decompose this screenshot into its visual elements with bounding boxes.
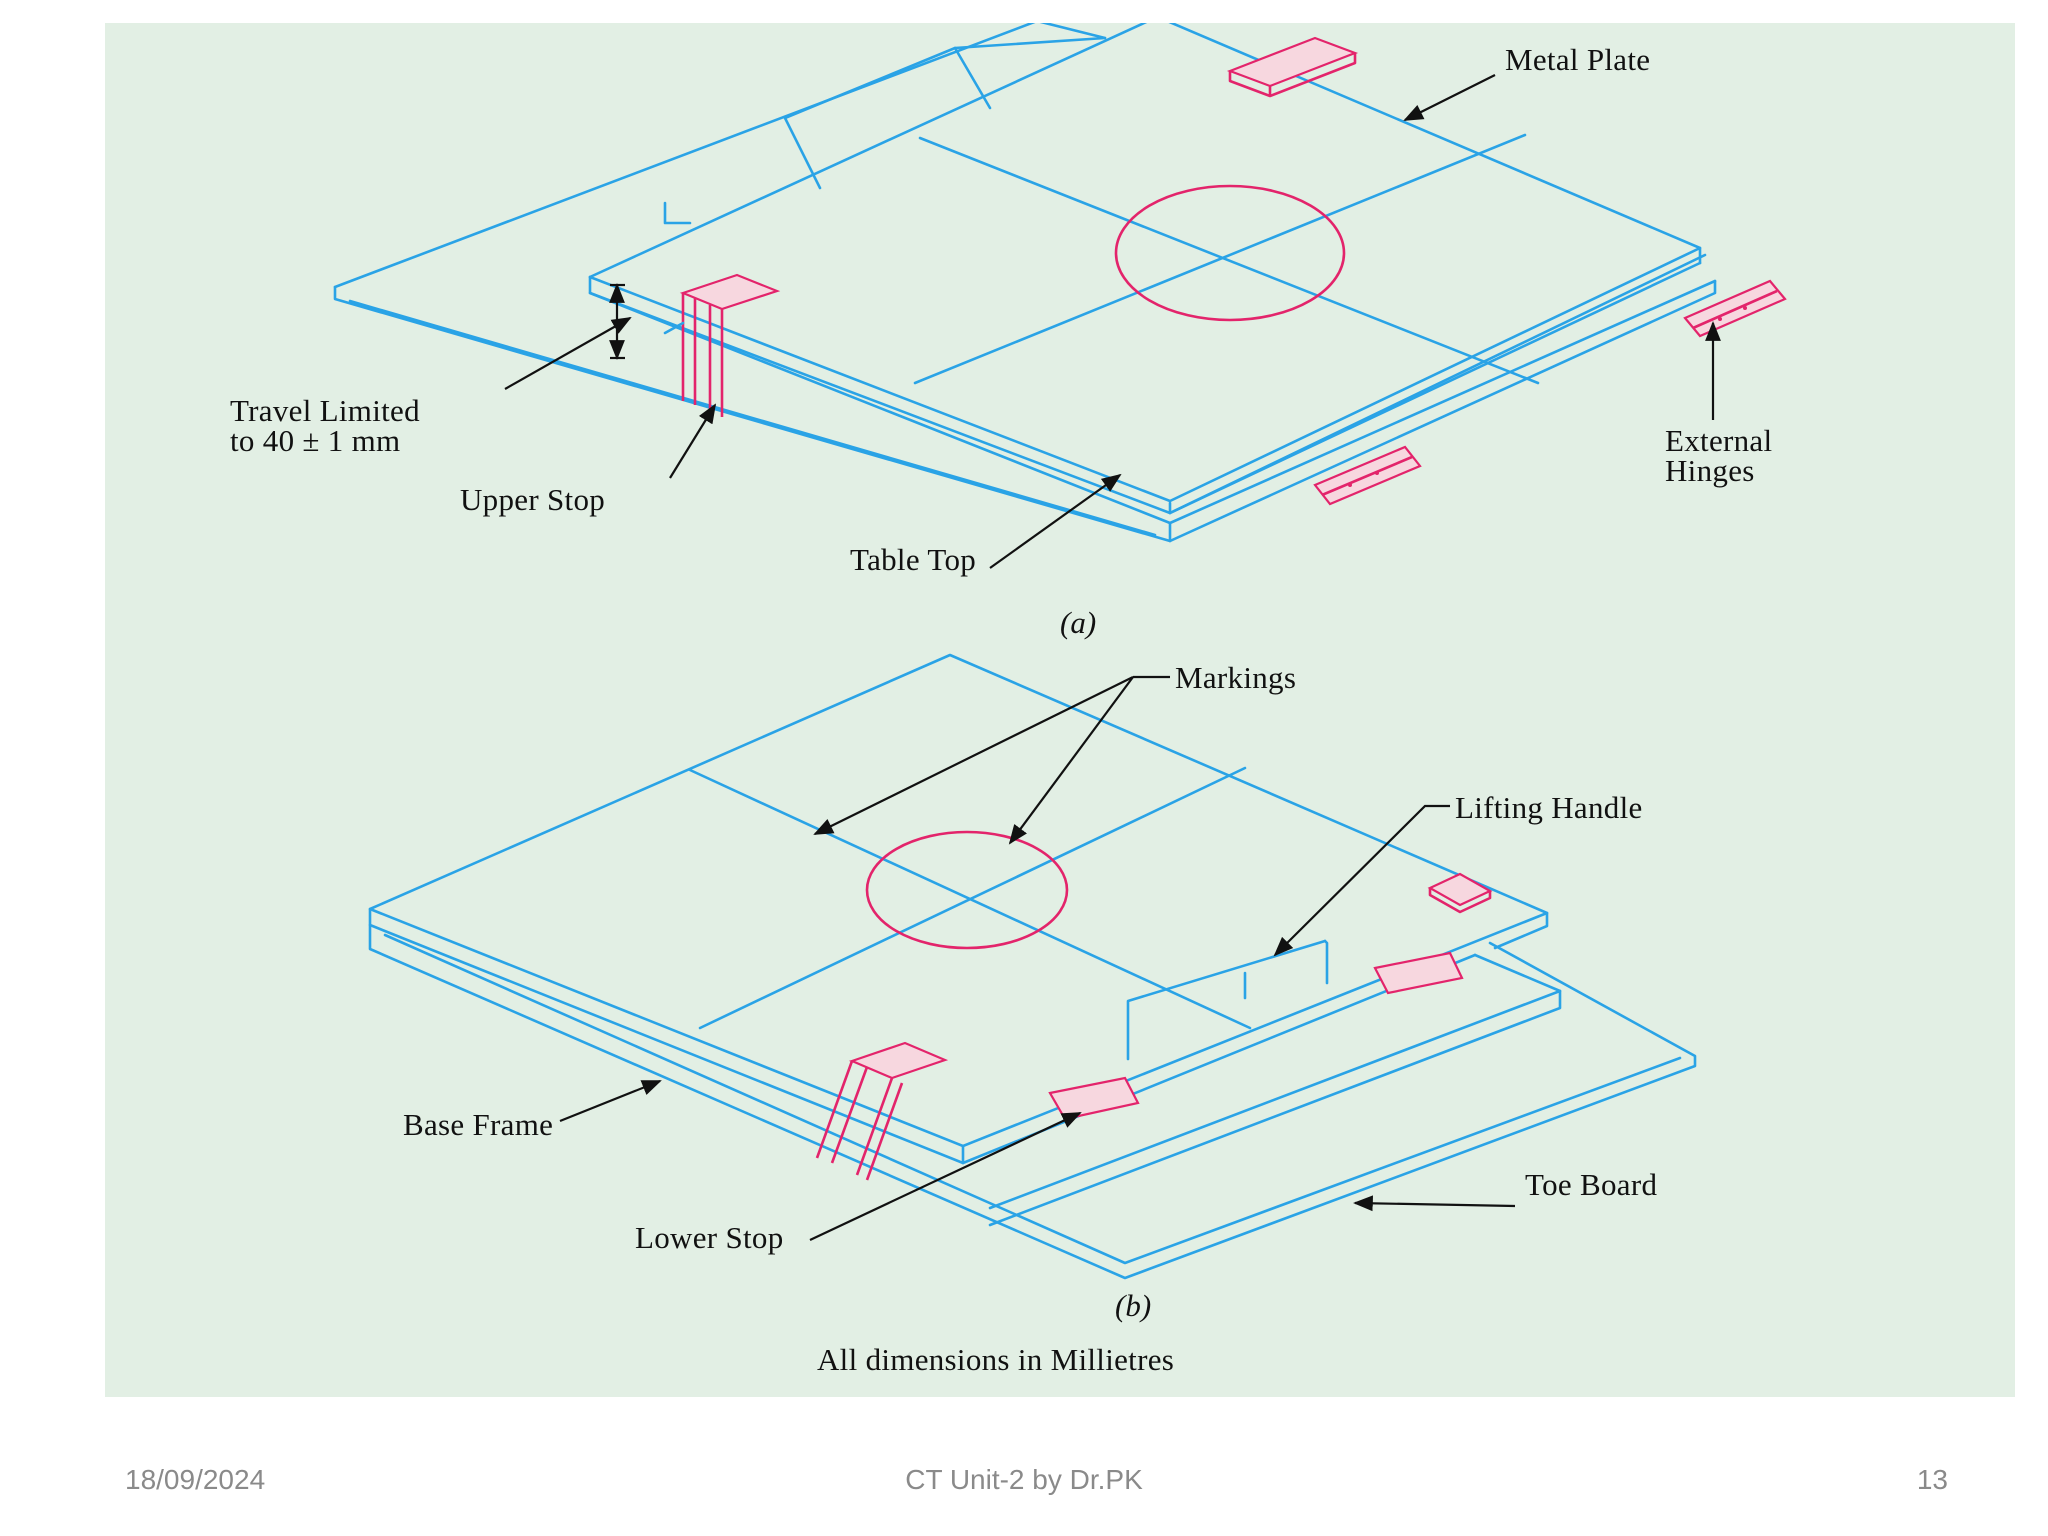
caption-a: (a) bbox=[1060, 605, 1096, 640]
part-b-lifting-handle bbox=[1126, 939, 1329, 1061]
external-hinges-label-line1: External bbox=[1665, 423, 1772, 458]
part-b-markings bbox=[688, 766, 1252, 1030]
part-a-leaders bbox=[504, 74, 1721, 569]
lower-stop-label: Lower Stop bbox=[635, 1220, 784, 1255]
part-b-base-frame bbox=[368, 923, 1697, 1280]
part-b-centre-circle bbox=[865, 830, 1069, 950]
part-a-table-top bbox=[588, 23, 1717, 525]
external-hinges-label-line2: Hinges bbox=[1665, 453, 1755, 488]
caption-b: (b) bbox=[1115, 1288, 1151, 1323]
diagram-figure: Metal Plate Travel Limited to 40 ± 1 mm … bbox=[105, 23, 2015, 1397]
part-b-pad-right bbox=[1373, 951, 1464, 995]
travel-limited-label-line2: to 40 ± 1 mm bbox=[230, 423, 400, 458]
footer-page-number: 13 bbox=[1916, 1464, 1948, 1495]
table-top-label: Table Top bbox=[850, 542, 976, 577]
travel-limited-label-line1: Travel Limited bbox=[230, 393, 420, 428]
part-a-drawing: Metal Plate Travel Limited to 40 ± 1 mm … bbox=[230, 23, 1787, 640]
dimensions-note: All dimensions in Millietres bbox=[817, 1342, 1174, 1377]
part-a-back-panel bbox=[783, 23, 1107, 190]
part-b-small-block bbox=[1427, 872, 1493, 914]
part-a-centre-circle bbox=[1114, 184, 1346, 322]
part-a-hinge-left bbox=[1313, 445, 1422, 506]
part-a-base-frame bbox=[333, 23, 1717, 543]
part-a-markings bbox=[913, 133, 1540, 385]
part-a-hinge-right bbox=[1683, 279, 1787, 338]
part-b-pad-left bbox=[1048, 1076, 1140, 1121]
part-b-table-top bbox=[368, 653, 1549, 1165]
part-b-lower-stop bbox=[815, 1041, 949, 1181]
footer-title: CT Unit-2 by Dr.PK bbox=[905, 1464, 1143, 1495]
part-a-metal-plate bbox=[1226, 36, 1359, 98]
toe-board-label: Toe Board bbox=[1525, 1167, 1657, 1202]
part-b-leaders bbox=[559, 675, 1516, 1241]
part-a-upper-stop bbox=[663, 273, 781, 417]
upper-stop-label: Upper Stop bbox=[460, 482, 605, 517]
markings-label: Markings bbox=[1175, 660, 1296, 695]
footer-date: 18/09/2024 bbox=[125, 1464, 266, 1495]
part-b-drawing: Markings Lifting Handle Base Frame Lower… bbox=[368, 653, 1697, 1377]
lifting-handle-label: Lifting Handle bbox=[1455, 790, 1643, 825]
metal-plate-label: Metal Plate bbox=[1505, 42, 1650, 77]
test-apparatus-diagram: Metal Plate Travel Limited to 40 ± 1 mm … bbox=[230, 23, 1787, 1377]
base-frame-label: Base Frame bbox=[403, 1107, 553, 1142]
